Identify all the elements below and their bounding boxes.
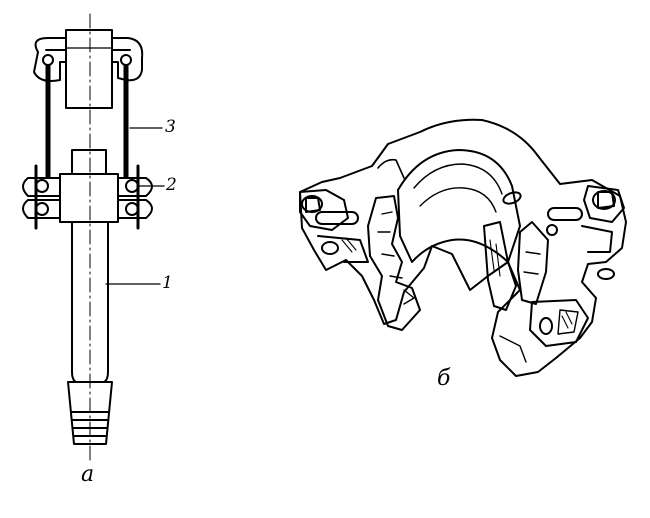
callout-2: 2: [166, 175, 177, 195]
elevator-body-drawing: [299, 118, 627, 377]
central-opening: [397, 149, 521, 263]
slot-holes: [502, 191, 615, 280]
caption-a: а: [81, 462, 95, 487]
left-jaw: [367, 195, 421, 331]
caption-b: б: [437, 366, 451, 391]
callout-1: 1: [162, 273, 173, 293]
clamp-body: [22, 149, 153, 230]
top-yoke: [33, 29, 144, 109]
left-lug: [299, 189, 369, 263]
shading: [341, 237, 573, 329]
elevator-assembly-drawing: [22, 13, 165, 463]
callout-leaders: [105, 127, 165, 285]
callout-3: 3: [165, 117, 176, 137]
right-jaw: [483, 221, 549, 311]
bolt-rods: [42, 54, 132, 195]
right-lug: [581, 185, 625, 253]
lower-boss: [499, 299, 589, 363]
